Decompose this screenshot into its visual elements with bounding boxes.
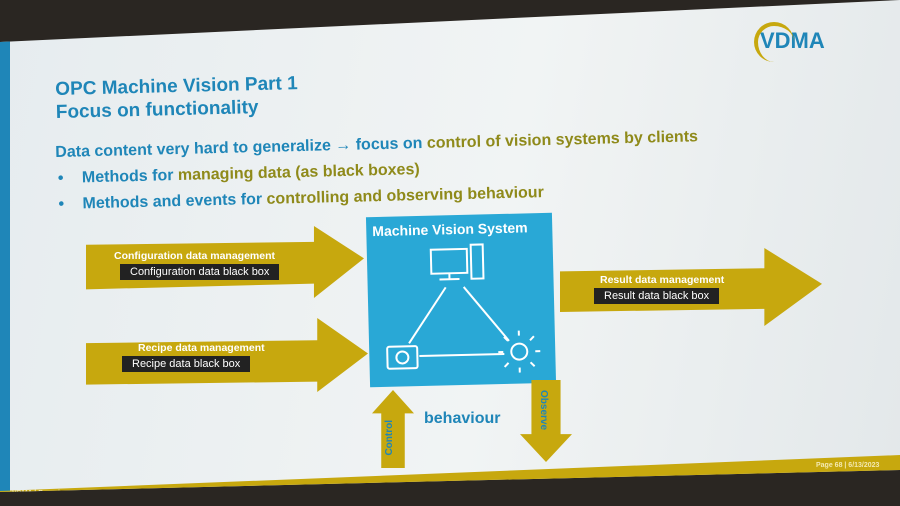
bullet-text: Methods and events for [82,190,267,213]
result-black-box: Result data black box [594,288,720,304]
footer-page-date: Page 68 | 6/13/2023 [816,462,880,469]
bullet-highlight: managing data (as black boxes) [177,161,420,185]
result-label: Result data management [600,274,725,286]
footer-bar [0,455,900,492]
title-line-2: Focus on functionality [55,97,259,123]
light-icon [510,342,529,361]
recipe-arrow [86,318,368,392]
bullet-text: Methods for [81,167,179,187]
left-accent-bar [0,40,10,492]
recipe-label: Recipe data management [138,342,265,354]
slide-body: Data content very hard to generalize → f… [55,124,700,218]
control-label: Control [384,420,395,456]
intro-text: Data content very hard to generalize → f… [55,134,428,161]
bullet-highlight: controlling and observing behaviour [266,184,545,208]
vdma-logo: VDMA [754,22,825,62]
behaviour-label: behaviour [424,410,501,427]
recipe-black-box: Recipe data black box [122,356,251,372]
camera-icon [386,345,419,370]
footer-author: VDMA | Banerjee [12,490,68,497]
monitor-icon [429,247,469,275]
slide-title: OPC Machine Vision Part 1 Focus on funct… [55,72,299,124]
intro-highlight: control of vision systems by clients [426,128,699,152]
config-label: Configuration data management [114,250,276,262]
config-black-box: Configuration data black box [120,264,280,280]
result-arrow [560,248,822,326]
computer-tower-icon [469,243,485,280]
machine-vision-system-box: Machine Vision System [365,212,557,388]
observe-label: Observe [538,390,549,431]
config-arrow [86,226,364,298]
system-diagram-icons [386,243,541,373]
